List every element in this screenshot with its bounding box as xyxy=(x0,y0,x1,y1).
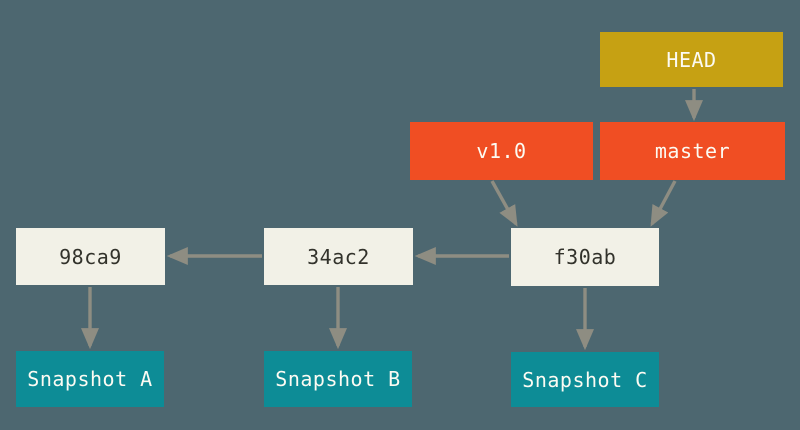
snapshot-node-c: Snapshot C xyxy=(511,352,659,407)
branch-master-node: master xyxy=(600,122,785,180)
arrow-v1-0-to-f30ab xyxy=(490,180,518,227)
snapshot-node-b: Snapshot B xyxy=(264,351,412,407)
tag-v1-0-node: v1.0 xyxy=(410,122,593,180)
commit-node-98ca9: 98ca9 xyxy=(16,228,165,285)
commit-node-34ac2: 34ac2 xyxy=(264,228,413,285)
commit-node-f30ab: f30ab xyxy=(511,228,659,286)
arrow-master-to-f30ab xyxy=(650,180,677,227)
snapshot-node-a: Snapshot A xyxy=(16,351,164,407)
head-pointer-node: HEAD xyxy=(600,32,783,87)
